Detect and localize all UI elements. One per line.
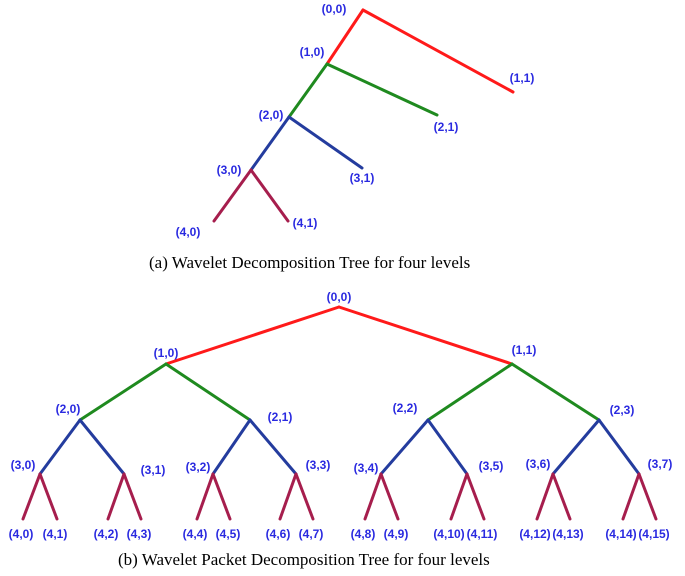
edge-b-3-7-to-4-15 [637, 472, 658, 521]
node-b-1-1: (1,1) [512, 343, 537, 357]
edge-b-3-6-to-4-13 [551, 472, 572, 521]
node-b-4-10: (4,10) [433, 527, 464, 541]
edge-a-3-0-to-4-1 [249, 168, 290, 223]
edge-b-3-1-to-4-2 [106, 472, 126, 521]
edge-b-2-3-to-3-7 [597, 418, 641, 476]
node-b-4-3: (4,3) [127, 527, 152, 541]
edge-b-2-0-to-3-0 [38, 418, 82, 476]
node-a-2-0: (2,0) [259, 108, 284, 122]
edge-b-3-3-to-4-6 [278, 472, 298, 521]
edge-b-3-6-to-4-12 [535, 472, 555, 521]
node-b-4-6: (4,6) [266, 527, 291, 541]
node-b-4-9: (4,9) [384, 527, 409, 541]
node-b-3-2: (3,2) [186, 460, 211, 474]
caption-packet-tree: (b) Wavelet Packet Decomposition Tree fo… [118, 550, 490, 569]
node-b-4-15: (4,15) [638, 527, 669, 541]
edge-b-3-4-to-4-8 [363, 472, 383, 521]
edge-b-2-2-to-3-4 [379, 418, 430, 476]
node-b-4-4: (4,4) [183, 527, 208, 541]
node-a-1-1: (1,1) [510, 71, 535, 85]
edge-b-0-0-to-1-0 [164, 305, 341, 366]
node-b-3-6: (3,6) [526, 457, 551, 471]
edge-a-0-0-to-1-0 [325, 8, 365, 66]
edge-b-2-1-to-3-2 [211, 418, 252, 476]
edge-a-1-0-to-2-0 [287, 62, 329, 119]
edge-b-3-4-to-4-9 [379, 472, 400, 521]
node-b-4-7: (4,7) [299, 527, 324, 541]
wavelet-packet-decomposition-tree: (0,0) (1,0) (1,1) (2,0) (2,1) (2,2) (2,3) (3,0)… [9, 290, 673, 541]
edge-b-3-0-to-4-1 [38, 472, 59, 521]
edge-b-1-0-to-2-1 [164, 362, 252, 422]
edge-b-3-2-to-4-5 [211, 472, 232, 521]
edge-b-3-2-to-4-4 [195, 472, 215, 521]
node-a-3-1: (3,1) [350, 171, 375, 185]
edge-b-3-5-to-4-11 [465, 472, 486, 521]
edge-b-1-1-to-2-2 [426, 362, 514, 422]
node-b-2-1: (2,1) [268, 410, 293, 424]
edge-b-3-3-to-4-7 [294, 472, 315, 521]
node-b-4-1: (4,1) [43, 527, 68, 541]
edge-b-2-1-to-3-3 [248, 418, 298, 476]
node-b-4-5: (4,5) [216, 527, 241, 541]
wavelet-decomposition-tree: (0,0) (1,0) (1,1) (2,0) (2,1) (3,0) (3,1) (4,0)… [176, 2, 535, 239]
node-a-2-1: (2,1) [434, 120, 459, 134]
node-a-4-0: (4,0) [176, 225, 201, 239]
edge-b-3-0-to-4-0 [21, 472, 42, 521]
node-b-2-0: (2,0) [56, 402, 81, 416]
node-b-3-4: (3,4) [354, 461, 379, 475]
node-b-3-7: (3,7) [648, 457, 673, 471]
node-a-4-1: (4,1) [293, 216, 318, 230]
node-b-3-5: (3,5) [479, 459, 504, 473]
edge-b-1-1-to-2-3 [510, 362, 601, 422]
node-a-3-0: (3,0) [217, 163, 242, 177]
node-b-4-0: (4,0) [9, 527, 34, 541]
edge-b-1-0-to-2-0 [78, 362, 168, 422]
node-b-4-13: (4,13) [552, 527, 583, 541]
node-b-4-11: (4,11) [467, 527, 498, 541]
edge-a-1-0-to-2-1 [325, 62, 439, 117]
edge-b-3-7-to-4-14 [621, 472, 641, 521]
node-b-2-3: (2,3) [610, 403, 635, 417]
node-b-4-8: (4,8) [351, 527, 376, 541]
node-b-3-3: (3,3) [306, 458, 331, 472]
edge-b-3-1-to-4-3 [122, 472, 143, 521]
node-b-0-0: (0,0) [327, 290, 352, 304]
edge-b-2-3-to-3-6 [551, 418, 601, 476]
edge-a-2-0-to-3-1 [287, 115, 364, 170]
edge-a-0-0-to-1-1 [361, 8, 515, 94]
edge-b-3-5-to-4-10 [449, 472, 469, 521]
node-b-4-2: (4,2) [94, 527, 119, 541]
edge-b-2-2-to-3-5 [426, 418, 469, 476]
node-b-2-2: (2,2) [393, 401, 418, 415]
node-b-4-12: (4,12) [519, 527, 550, 541]
node-a-1-0: (1,0) [300, 45, 325, 59]
node-a-0-0: (0,0) [322, 2, 347, 16]
node-b-1-0: (1,0) [154, 346, 179, 360]
caption-wavelet-tree: (a) Wavelet Decomposition Tree for four … [149, 253, 471, 272]
edge-b-2-0-to-3-1 [78, 418, 126, 476]
edge-b-0-0-to-1-1 [337, 305, 514, 366]
node-b-3-0: (3,0) [11, 458, 36, 472]
node-b-4-14: (4,14) [605, 527, 636, 541]
node-b-3-1: (3,1) [141, 463, 166, 477]
edge-a-3-0-to-4-0 [212, 168, 253, 223]
edge-a-2-0-to-3-0 [249, 115, 291, 172]
